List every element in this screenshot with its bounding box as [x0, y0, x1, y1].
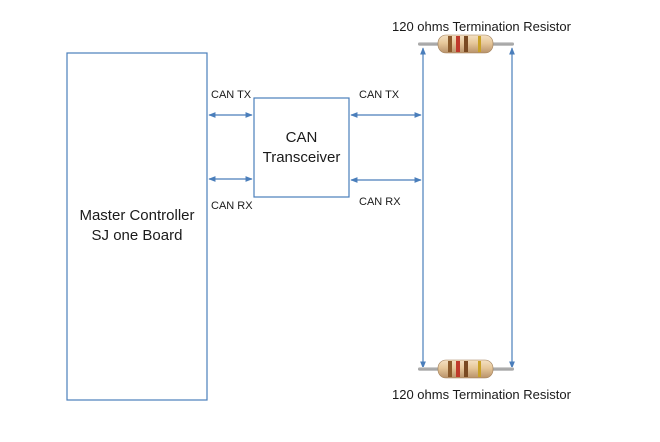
right-can-rx-label: CAN RX — [359, 196, 401, 208]
master-controller-label-line1: Master Controller — [79, 207, 195, 224]
left-can-rx-label: CAN RX — [211, 200, 253, 212]
top-resistor-label: 120 ohms Termination Resistor — [392, 19, 571, 34]
bottom-termination-resistor — [418, 359, 514, 379]
left-can-tx-label: CAN TX — [211, 89, 252, 101]
transceiver-label-line2: Transceiver — [262, 149, 341, 167]
transceiver-label-line1: CAN — [285, 129, 318, 146]
master-controller-label-line2: SJ one Board — [91, 227, 183, 245]
top-termination-resistor — [418, 34, 514, 54]
master-controller-label: Master Controller SJ one Board — [67, 206, 207, 247]
can-transceiver-box — [253, 97, 350, 198]
bottom-resistor-label: 120 ohms Termination Resistor — [392, 387, 571, 402]
right-can-tx-label: CAN TX — [359, 89, 400, 101]
master-controller-box — [66, 52, 208, 401]
transceiver-label: CAN Transceiver — [254, 128, 349, 169]
